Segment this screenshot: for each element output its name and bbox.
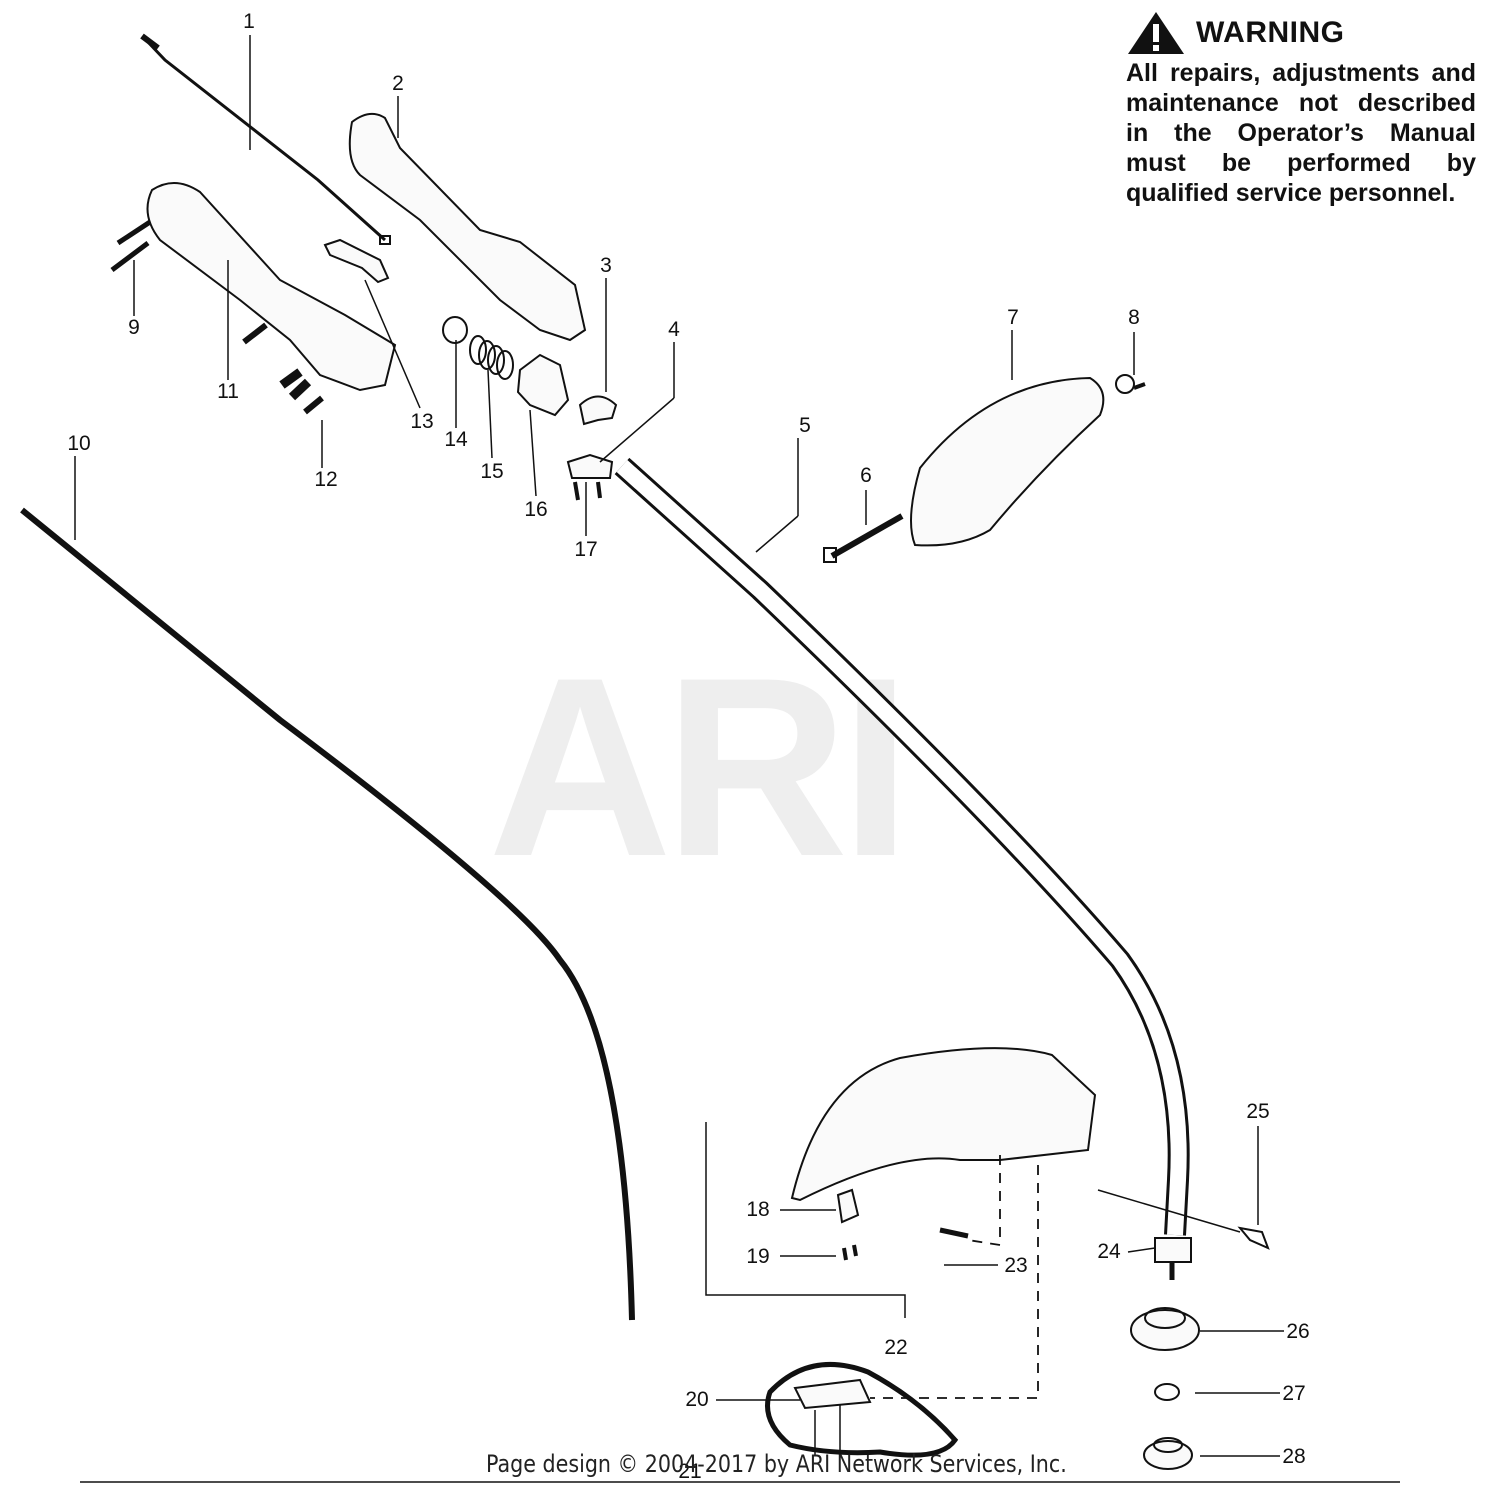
part-clamp-upper [578, 395, 618, 426]
part-clamp-housing [516, 353, 570, 417]
callout-16: 16 [524, 498, 547, 521]
part-bolt-23 [939, 1227, 969, 1239]
warning-title: WARNING [1196, 16, 1345, 49]
callout-2: 2 [392, 72, 404, 95]
callout-27: 27 [1282, 1382, 1305, 1405]
part-wing-nut-25 [1237, 1226, 1270, 1250]
footer-copyright: Page design © 2004-2017 by ARI Network S… [486, 1450, 1067, 1478]
part-spring [469, 335, 514, 380]
part-assist-handle [910, 376, 1105, 547]
callout-25: 25 [1246, 1100, 1269, 1123]
part-bracket [836, 1188, 860, 1224]
part-wing-nut-8 [1115, 374, 1146, 394]
callout-9: 9 [128, 316, 140, 339]
callout-26: 26 [1286, 1320, 1309, 1343]
part-drive-shaft [20, 507, 635, 1321]
warning-triangle-icon [1128, 12, 1184, 54]
callout-23: 23 [1004, 1254, 1027, 1277]
callout-4: 4 [668, 318, 680, 341]
part-knob [1143, 1437, 1193, 1470]
part-line-cutter [765, 1361, 959, 1458]
callout-28: 28 [1282, 1445, 1305, 1468]
part-bolt [823, 513, 904, 563]
part-throttle-cable [140, 33, 391, 245]
callout-24: 24 [1097, 1240, 1121, 1263]
part-screws-19 [842, 1244, 858, 1261]
part-shield [790, 1047, 1097, 1202]
callout-11: 11 [217, 380, 239, 403]
callout-19: 19 [746, 1245, 769, 1268]
callout-20: 20 [685, 1388, 708, 1411]
part-ring [442, 316, 468, 344]
part-handle-left [146, 182, 397, 392]
callout-18: 18 [746, 1198, 769, 1221]
part-screws-9 [110, 219, 152, 272]
part-handle-right [348, 112, 587, 342]
warning-header: WARNING [1126, 10, 1476, 56]
callout-17: 17 [574, 538, 597, 561]
callout-3: 3 [600, 254, 612, 277]
callout-6: 6 [860, 464, 872, 487]
callout-15: 15 [480, 460, 503, 483]
callout-13: 13 [410, 410, 433, 433]
part-screws-12 [242, 322, 324, 415]
part-throttle-trigger [323, 238, 390, 284]
part-gear-fitting [1154, 1237, 1192, 1263]
callout-5: 5 [799, 414, 811, 437]
callout-7: 7 [1007, 306, 1019, 329]
callout-10: 10 [67, 432, 90, 455]
part-washer [1154, 1383, 1180, 1401]
warning-panel: WARNING All repairs, adjustments and mai… [1126, 10, 1476, 208]
callout-12: 12 [314, 468, 337, 491]
callout-8: 8 [1128, 306, 1140, 329]
part-spool [1130, 1307, 1200, 1351]
callout-22: 22 [884, 1336, 907, 1359]
callout-21: 21 [678, 1460, 701, 1483]
warning-message: All repairs, adjustments and maintenance… [1126, 59, 1476, 207]
callout-14: 14 [444, 428, 468, 451]
part-clamp-lower [566, 453, 614, 501]
callout-1: 1 [243, 10, 255, 33]
